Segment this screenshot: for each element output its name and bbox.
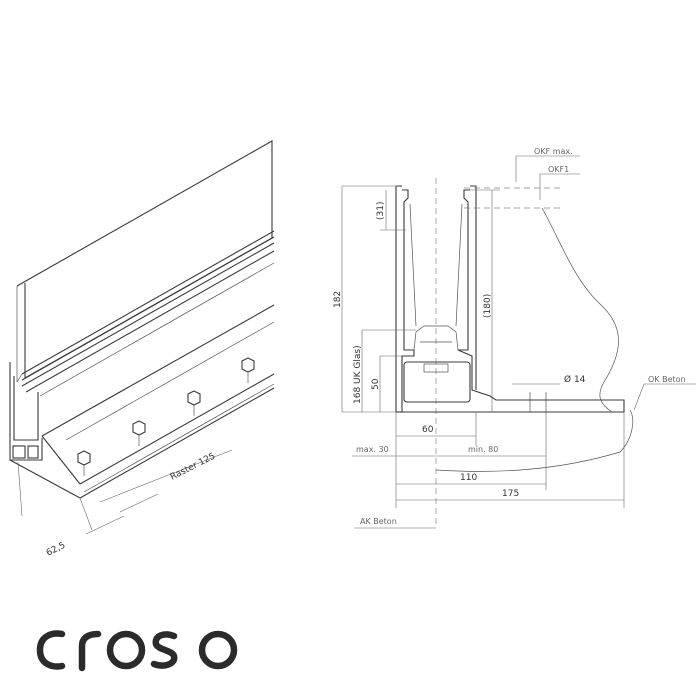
dim-168: 168 UK Glas) bbox=[353, 345, 363, 404]
raster-dimension: Raster 125 62,5 bbox=[17, 449, 233, 559]
anchor-bolts bbox=[77, 357, 255, 476]
isometric-profile-view: Raster 125 62,5 bbox=[9, 140, 275, 559]
dim-60: 60 bbox=[422, 425, 434, 435]
ok-beton-label: OK Beton bbox=[648, 375, 686, 384]
cross-section-view: OKF max. OKF1 OK Beton AK Beton 182 (31)… bbox=[333, 147, 696, 529]
dim-min80: min. 80 bbox=[468, 445, 498, 454]
profile-body bbox=[41, 304, 275, 499]
bolt bbox=[77, 450, 91, 476]
dim-180: (180) bbox=[483, 294, 493, 318]
edge-label: 62,5 bbox=[45, 541, 67, 559]
profile-top-rail bbox=[21, 230, 275, 397]
concrete-contour bbox=[541, 207, 619, 413]
dim-182: 182 bbox=[333, 291, 343, 308]
okf-markers: OKF max. OKF1 OK Beton AK Beton bbox=[354, 147, 696, 529]
dim-31: (31) bbox=[376, 202, 386, 220]
bolt bbox=[187, 390, 201, 416]
bolt bbox=[132, 420, 146, 446]
vertical-dimensions: 182 (31) (180) 168 UK Glas) 50 bbox=[333, 185, 500, 413]
dim-175: 175 bbox=[502, 489, 519, 499]
dim-110: 110 bbox=[460, 473, 477, 483]
bolt bbox=[241, 357, 255, 383]
profile-end-section bbox=[9, 362, 81, 499]
okf1-label: OKF1 bbox=[548, 165, 569, 174]
croso-logo bbox=[36, 630, 238, 672]
horizontal-dimensions: 60 max. 30 min. 80 110 175 Ø 14 bbox=[352, 374, 625, 508]
okf-max-label: OKF max. bbox=[534, 147, 573, 156]
raster-label: Raster 125 bbox=[169, 451, 217, 482]
dim-50: 50 bbox=[371, 378, 381, 390]
section-profile bbox=[395, 185, 625, 413]
ak-beton-label: AK Beton bbox=[360, 517, 397, 526]
hole-label: Ø 14 bbox=[564, 374, 586, 385]
dim-max30: max. 30 bbox=[356, 445, 389, 454]
